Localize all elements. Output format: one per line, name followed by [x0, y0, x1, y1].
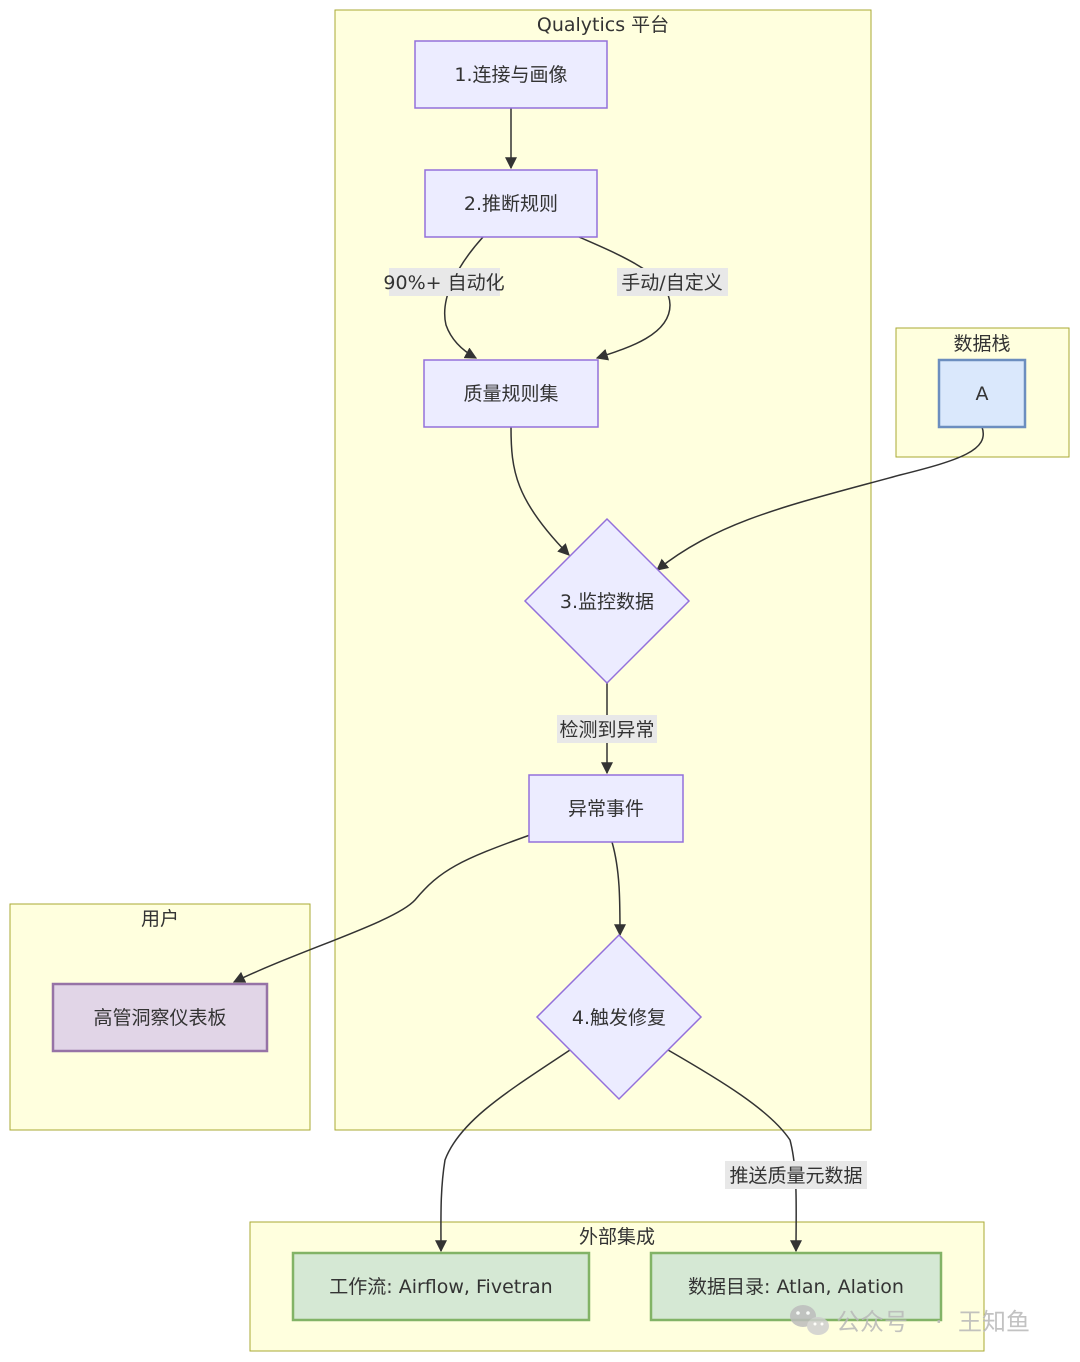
edges	[232, 108, 984, 1253]
edge-infer-to-ruleset-auto	[444, 236, 484, 359]
edge-label-auto-text: 90%+ 自动化	[383, 272, 504, 294]
wechat-icon	[790, 1305, 829, 1335]
edge-ruleset-to-monitor	[510, 426, 570, 556]
edge-label-manual: 手动/自定义	[617, 268, 728, 296]
node-connect-text: 1.连接与画像	[454, 64, 567, 86]
watermark-separator: ·	[935, 1308, 943, 1336]
node-catalog-text: 数据目录: Atlan, Alation	[688, 1276, 904, 1298]
node-source-a-text: A	[976, 383, 989, 405]
node-anomaly-text: 异常事件	[568, 798, 644, 820]
node-connect: 1.连接与画像	[414, 40, 608, 109]
edge-remediate-to-catalog	[667, 1049, 803, 1253]
edge-infer-to-ruleset-manual	[578, 236, 671, 361]
edge-anomaly-to-remediate	[611, 841, 626, 937]
node-monitor-text: 3.监控数据	[560, 591, 654, 613]
node-infer: 2.推断规则	[424, 169, 598, 238]
node-dashboard-text: 高管洞察仪表板	[93, 1007, 226, 1029]
node-workflow: 工作流: Airflow, Fivetran	[291, 1251, 591, 1322]
cluster-data-stack-title: 数据栈	[953, 333, 1010, 355]
cluster-external-title: 外部集成	[579, 1226, 655, 1248]
edge-label-detected: 检测到异常	[557, 715, 657, 743]
node-remediate-text: 4.触发修复	[572, 1007, 666, 1029]
cluster-user-title: 用户	[141, 908, 179, 930]
edge-source-to-monitor	[656, 426, 984, 571]
node-ruleset-text: 质量规则集	[463, 383, 558, 405]
edge-anomaly-to-dashboard	[232, 834, 531, 983]
node-dashboard: 高管洞察仪表板	[51, 982, 269, 1053]
node-ruleset: 质量规则集	[423, 359, 599, 428]
watermark: 公众号 · 王知鱼	[790, 1305, 1030, 1336]
edge-label-push-meta: 推送质量元数据	[725, 1161, 867, 1189]
cluster-platform-title: Qualytics 平台	[537, 14, 669, 36]
edge-label-auto: 90%+ 自动化	[383, 268, 505, 296]
edge-label-detected-text: 检测到异常	[559, 719, 654, 741]
node-workflow-text: 工作流: Airflow, Fivetran	[329, 1276, 552, 1298]
node-anomaly: 异常事件	[528, 774, 684, 843]
watermark-name: 王知鱼	[958, 1308, 1030, 1336]
edge-label-manual-text: 手动/自定义	[621, 272, 722, 294]
node-monitor: 3.监控数据	[523, 517, 691, 685]
edge-label-push-meta-text: 推送质量元数据	[729, 1165, 862, 1187]
node-infer-text: 2.推断规则	[464, 193, 558, 215]
watermark-account: 公众号	[836, 1308, 908, 1336]
node-remediate: 4.触发修复	[535, 933, 703, 1101]
edge-remediate-to-workflow	[434, 1049, 571, 1253]
node-source-a: A	[937, 358, 1027, 429]
